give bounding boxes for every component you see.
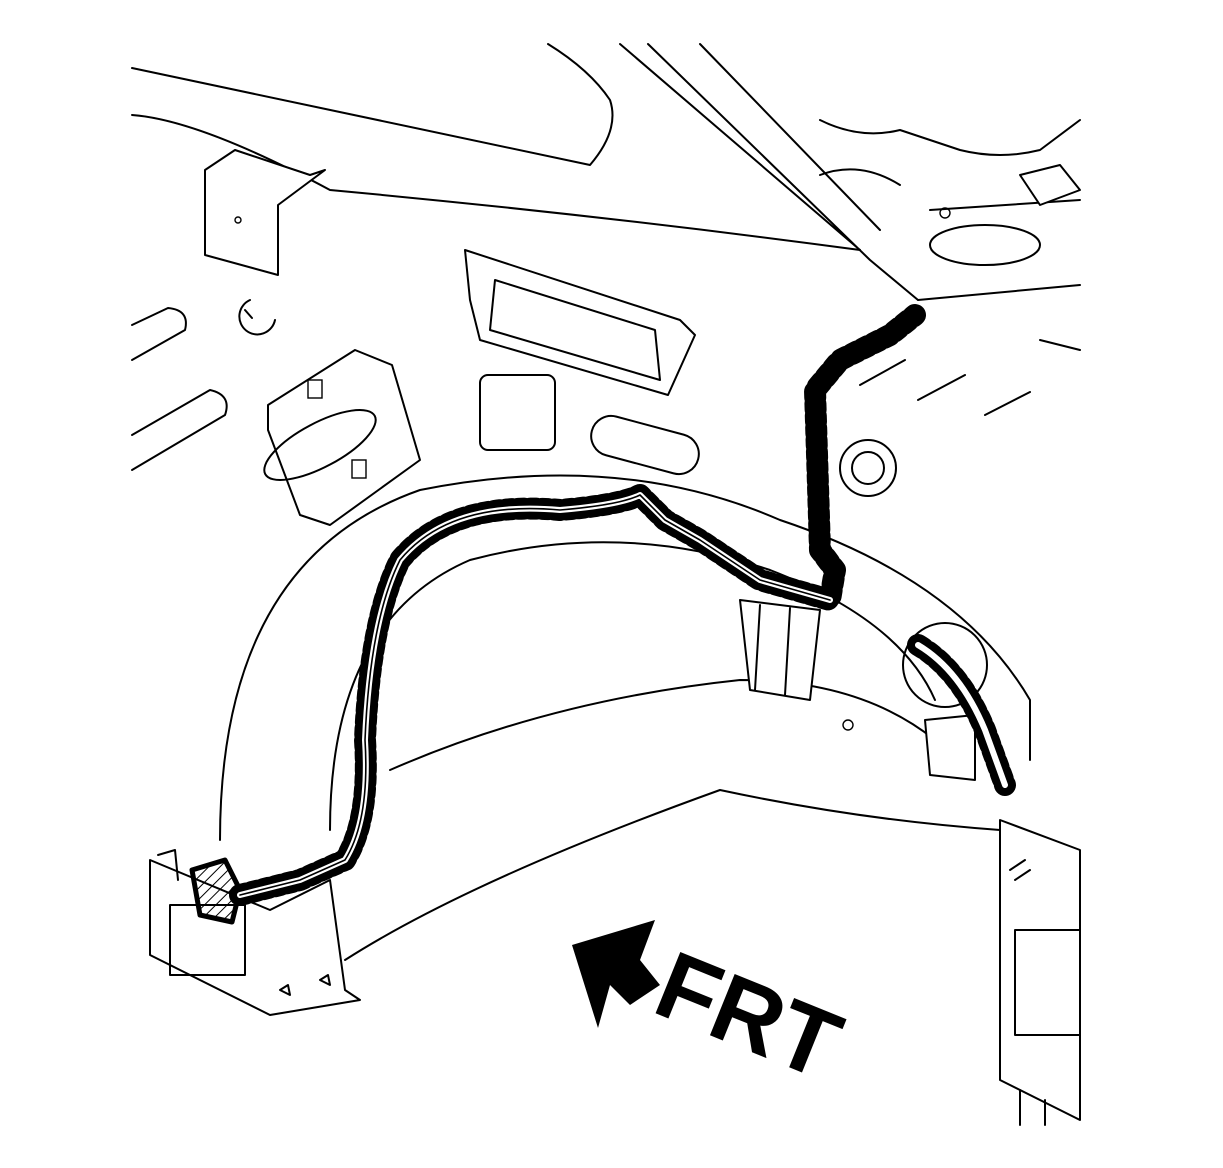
wheelhouse-arch-outer: [219, 474, 1031, 841]
left-rib-2: [131, 389, 228, 471]
left-slot-bracket: [267, 349, 421, 526]
right-panel-edge: [917, 284, 1081, 351]
grommet-inner: [851, 451, 885, 485]
right-slot-3: [984, 391, 1031, 416]
right-clip-bracket: [924, 714, 976, 781]
center-bracket-ribs: [754, 604, 791, 696]
right-slot-1: [859, 359, 906, 386]
right-lower-panel: [999, 819, 1081, 1121]
left-bracket-tri-1: [279, 984, 291, 996]
left-upper-bracket: [204, 149, 326, 276]
right-panel-window: [1014, 929, 1081, 1036]
upper-body-rail: [131, 43, 614, 166]
wheelhouse-arch-inner: [329, 541, 936, 831]
bracket-hole-2: [842, 719, 854, 731]
pillar-edge: [619, 43, 919, 301]
right-bolt: [939, 207, 951, 219]
right-oval-hole: [929, 224, 1041, 266]
clip-ring: [238, 299, 276, 336]
right-slot-2: [917, 374, 966, 401]
upper-body-rail-lower: [131, 114, 861, 251]
front-direction-label: FRT: [642, 931, 855, 1100]
wheelhouse-inner-lip: [389, 679, 936, 771]
right-panel-stud: [1009, 859, 1031, 881]
bracket-tab-lower: [351, 459, 367, 479]
right-upper-structure: [819, 119, 1081, 211]
bracket-slot: [263, 409, 377, 481]
center-recess-inner: [489, 279, 661, 381]
right-clip-ring: [902, 622, 988, 708]
harness-connector: [189, 857, 243, 925]
left-bracket-tab: [157, 849, 179, 881]
wiring-harness-core: [239, 494, 831, 896]
center-oval-slot: [590, 414, 700, 476]
bracket-tab-upper: [307, 379, 323, 399]
wiring-harness-branch-highlight: [915, 642, 1008, 788]
grommet-outer: [839, 439, 897, 497]
left-bracket-tri-2: [319, 974, 331, 986]
center-square-panel: [479, 374, 556, 451]
center-harness-bracket: [739, 599, 821, 701]
wheelhouse-lower-edge: [344, 789, 1001, 961]
center-recess-panel: [464, 249, 696, 396]
right-panel-base: [1019, 1089, 1046, 1126]
left-rib-1: [131, 307, 187, 361]
bracket-hole: [234, 216, 242, 224]
arrow-up-left-icon: [572, 920, 660, 1028]
right-upper-bracket: [1019, 164, 1081, 206]
